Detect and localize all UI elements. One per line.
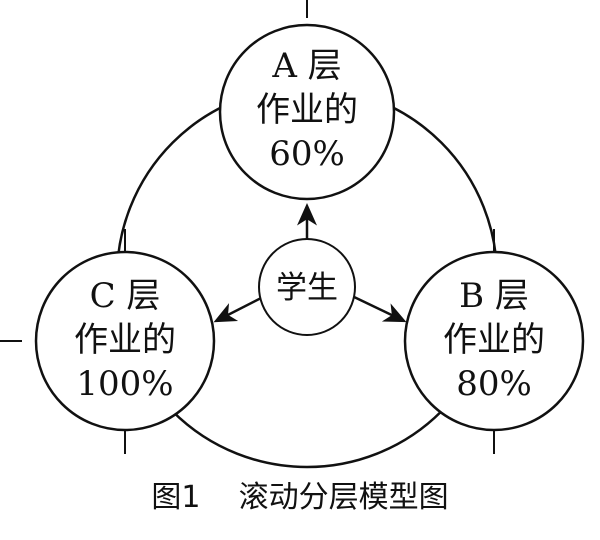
node-c-line3: 100% (76, 364, 173, 404)
node-b-circle (403, 250, 585, 432)
figure-number: 图1 (151, 480, 201, 515)
node-c-line1: C 层 (90, 276, 161, 316)
node-c: C 层 作业的 100% (34, 250, 216, 432)
node-b-line3: 80% (456, 364, 532, 404)
center-node: 学生 (258, 238, 356, 336)
node-c-line2: 作业的 (74, 320, 176, 360)
node-a-line3: 60% (269, 134, 345, 174)
cycle-ticks (0, 0, 495, 454)
node-a-line1: A 层 (271, 46, 341, 86)
node-c-circle (34, 250, 216, 432)
figure-caption: 图1 滚动分层模型图 (0, 472, 600, 516)
arrow-to-c (213, 294, 266, 323)
node-b-line2: 作业的 (443, 320, 545, 360)
node-a-line2: 作业的 (256, 90, 358, 130)
node-b-line1: B 层 (459, 276, 529, 316)
node-a: A 层 作业的 60% (218, 23, 396, 201)
node-b: B 层 作业的 80% (403, 250, 585, 432)
center-circle (258, 238, 356, 336)
center-label: 学生 (276, 270, 338, 306)
figure-title: 滚动分层模型图 (238, 480, 449, 515)
arrow-to-b (351, 294, 407, 323)
node-a-circle (218, 23, 396, 201)
